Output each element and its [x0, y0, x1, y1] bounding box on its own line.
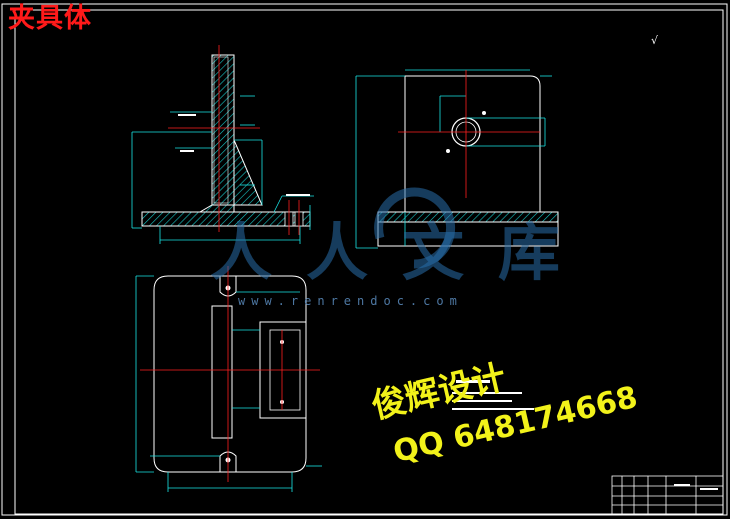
technical-requirements — [452, 380, 534, 410]
title-block — [611, 475, 724, 515]
site-brand-watermark: 人人文库 — [210, 216, 595, 289]
surface-roughness-check-icon: √ — [651, 34, 659, 47]
drawing-frame — [1, 3, 728, 516]
renrendoc-swoosh-icon — [374, 187, 456, 269]
side-view — [355, 69, 559, 249]
top-view — [135, 266, 322, 492]
roughness-note: √ — [648, 34, 658, 47]
drawing-title: 夹具体 — [8, 3, 92, 34]
front-view — [131, 45, 314, 244]
site-url-watermark: www.renrendoc.com — [238, 294, 463, 308]
